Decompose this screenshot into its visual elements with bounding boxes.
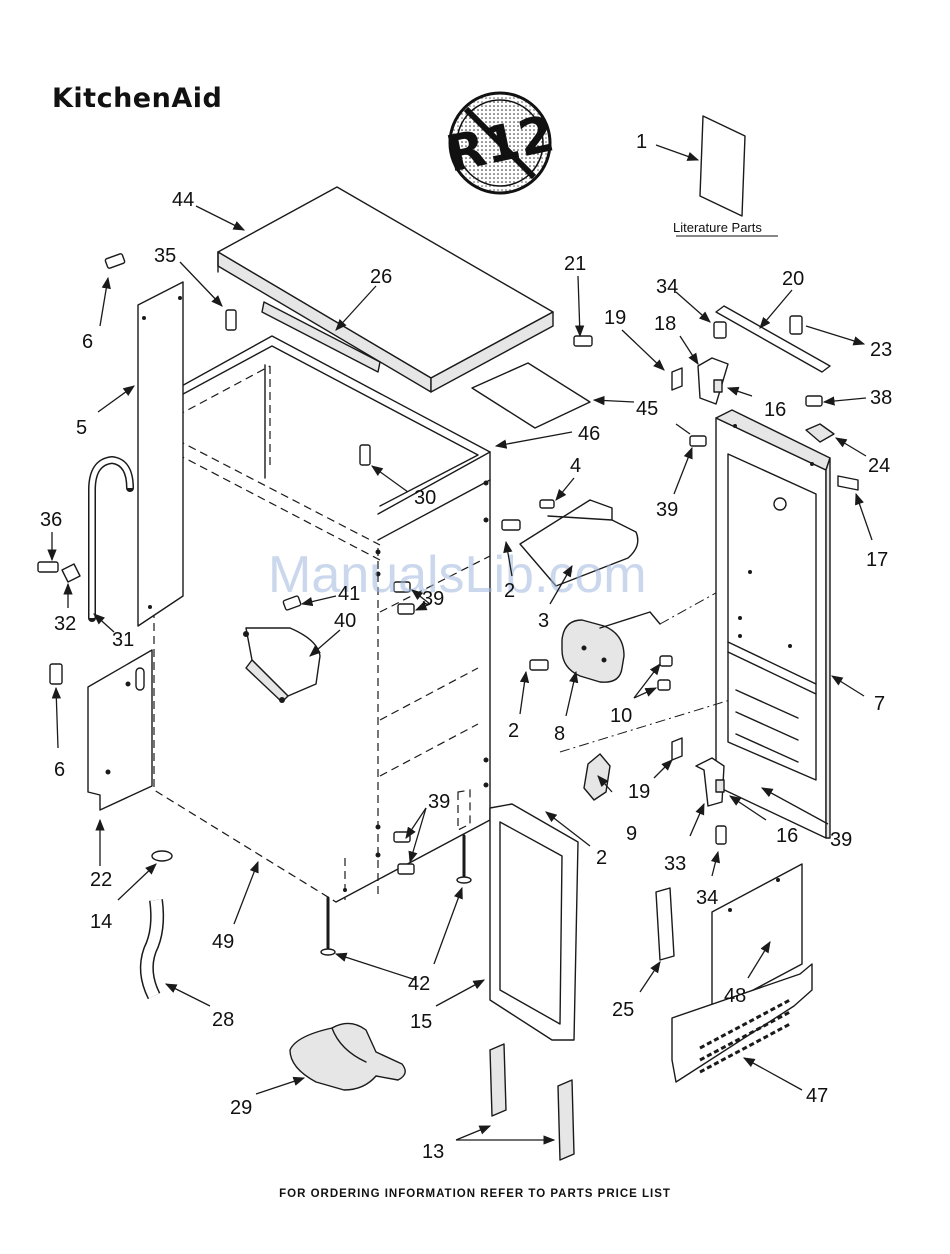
hose-clamp <box>152 851 172 861</box>
callout-47: 47 <box>806 1085 828 1107</box>
callout-21: 21 <box>564 253 586 275</box>
drain-bracket <box>243 628 320 703</box>
callout-20: 20 <box>782 268 804 290</box>
callout-34-lower: 34 <box>696 887 718 909</box>
callout-19-upper: 19 <box>604 307 626 329</box>
hinge-block <box>656 888 674 960</box>
callout-8: 8 <box>554 723 565 745</box>
door-gasket <box>490 804 578 1040</box>
door-assembly <box>716 410 830 838</box>
cabinet-body <box>145 366 490 902</box>
drain-tube-outer <box>92 460 130 618</box>
callout-41: 41 <box>338 583 360 605</box>
upper-hinge <box>698 358 728 404</box>
callout-17: 17 <box>866 549 888 571</box>
callout-22: 22 <box>90 869 112 891</box>
callout-45: 45 <box>636 398 658 420</box>
callout-49: 49 <box>212 931 234 953</box>
top-hinge-plate <box>716 306 830 372</box>
literature-label: Literature Parts <box>673 220 762 235</box>
left-side-panel <box>138 282 183 626</box>
top-cover <box>218 187 553 392</box>
callout-46: 46 <box>578 423 600 445</box>
callout-32: 32 <box>54 613 76 635</box>
hinge-shim-upper <box>672 368 682 390</box>
callout-5: 5 <box>76 417 87 439</box>
trim-piece <box>838 476 858 490</box>
callout-25: 25 <box>612 999 634 1021</box>
callout-26: 26 <box>370 266 392 288</box>
callout-31: 31 <box>112 629 134 651</box>
callout-42: 42 <box>408 973 430 995</box>
callout-36: 36 <box>40 509 62 531</box>
callout-48: 48 <box>724 985 746 1007</box>
callout-18: 18 <box>654 313 676 335</box>
tube-clip <box>62 564 80 582</box>
callout-19-lower: 19 <box>628 781 650 803</box>
callout-23: 23 <box>870 339 892 361</box>
callout-39-lower: 39 <box>428 791 450 813</box>
footer-note: FOR ORDERING INFORMATION REFER TO PARTS … <box>279 1188 671 1200</box>
callout-16-lower: 16 <box>776 825 798 847</box>
callout-13: 13 <box>422 1141 444 1163</box>
callout-3: 3 <box>538 610 549 632</box>
callout-10: 10 <box>610 705 632 727</box>
callout-28: 28 <box>212 1009 234 1031</box>
callout-7: 7 <box>874 693 885 715</box>
r12-badge: R12 <box>441 93 559 193</box>
callout-29: 29 <box>230 1097 252 1119</box>
callout-35: 35 <box>154 245 176 267</box>
callout-2-mid: 2 <box>508 720 519 742</box>
callout-1: 1 <box>636 131 647 153</box>
lower-hinge <box>696 758 724 806</box>
leveling-legs <box>321 836 471 955</box>
door-trim-strips <box>490 1044 574 1160</box>
callout-2-upper: 2 <box>504 580 515 602</box>
manualslib-watermark: ManualsLib.com <box>268 546 647 604</box>
hinge-shim-lower <box>672 738 682 760</box>
kitchenaid-logo: KitchenAid <box>52 83 222 114</box>
callout-40: 40 <box>334 610 356 632</box>
callout-38: 38 <box>870 387 892 409</box>
front-grille <box>672 864 812 1082</box>
ice-scoop <box>290 1023 405 1090</box>
insulation-pad <box>472 363 590 428</box>
callout-39-upper-right: 39 <box>656 499 678 521</box>
callout-33: 33 <box>664 853 686 875</box>
callout-30: 30 <box>414 487 436 509</box>
callout-6-top: 6 <box>82 331 93 353</box>
callout-4: 4 <box>570 455 581 477</box>
callout-6-lower: 6 <box>54 759 65 781</box>
callout-34-upper: 34 <box>656 276 678 298</box>
callout-15: 15 <box>410 1011 432 1033</box>
base-rail <box>458 790 470 830</box>
hinge-cover <box>806 424 834 442</box>
drain-tube-inner <box>92 460 130 618</box>
literature-parts: Literature Parts <box>656 116 778 236</box>
callout-24: 24 <box>868 455 890 477</box>
callout-14: 14 <box>90 911 112 933</box>
callout-2-lower: 2 <box>596 847 607 869</box>
callout-9: 9 <box>626 823 637 845</box>
callout-39-right: 39 <box>830 829 852 851</box>
callout-44: 44 <box>172 189 194 211</box>
callout-39-mid: 39 <box>422 588 444 610</box>
callout-16-upper: 16 <box>764 399 786 421</box>
lower-left-panel <box>88 650 152 810</box>
